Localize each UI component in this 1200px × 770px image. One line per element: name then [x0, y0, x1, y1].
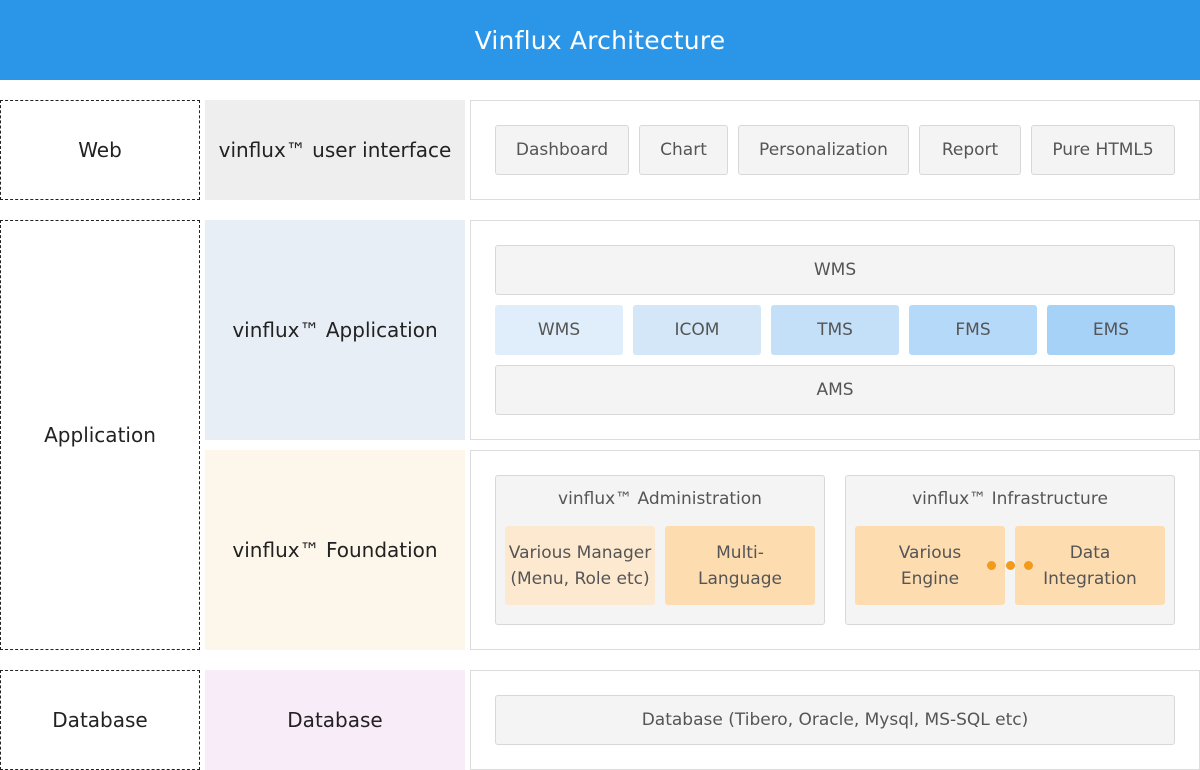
administration-title: vinflux™ Administration: [558, 489, 762, 509]
module-foundation: vinflux™ Foundation: [205, 450, 465, 650]
ems-chip: EMS: [1047, 305, 1175, 355]
data-integration-box: Data Integration: [1015, 526, 1165, 605]
data-integration-line2: Integration: [1043, 568, 1137, 589]
wms-top-chip: WMS: [495, 245, 1175, 295]
connector-dot-3: [1024, 561, 1033, 570]
connector-dot-2: [1006, 561, 1015, 570]
chart-chip: Chart: [639, 125, 728, 175]
various-manager-line1: Various Manager: [508, 542, 652, 563]
various-manager-line2: (Menu, Role etc): [510, 568, 650, 589]
various-engine-line1: Various: [898, 542, 962, 563]
tms-chip: TMS: [771, 305, 899, 355]
layer-label-database: Database: [0, 670, 200, 770]
database-chip: Database (Tibero, Oracle, Mysql, MS-SQL …: [495, 695, 1175, 745]
connector-dot-1: [987, 561, 996, 570]
ams-chip: AMS: [495, 365, 1175, 415]
personalization-chip: Personalization: [738, 125, 909, 175]
wms-chip: WMS: [495, 305, 623, 355]
icom-chip: ICOM: [633, 305, 761, 355]
report-chip: Report: [919, 125, 1021, 175]
infrastructure-title: vinflux™ Infrastructure: [912, 489, 1108, 509]
multi-language-box: Multi- Language: [665, 526, 815, 605]
module-database: Database: [205, 670, 465, 770]
pure-html5-chip: Pure HTML5: [1031, 125, 1175, 175]
layer-label-web: Web: [0, 100, 200, 200]
fms-chip: FMS: [909, 305, 1037, 355]
multi-language-line2: Language: [698, 568, 782, 589]
various-engine-box: Various Engine: [855, 526, 1005, 605]
layer-label-application: Application: [0, 220, 200, 650]
module-application: vinflux™ Application: [205, 220, 465, 440]
multi-language-line1: Multi-: [716, 542, 764, 563]
various-manager-box: Various Manager (Menu, Role etc): [505, 526, 655, 605]
various-engine-line2: Engine: [900, 568, 960, 589]
data-integration-line1: Data: [1069, 542, 1111, 563]
module-user-interface: vinflux™ user interface: [205, 100, 465, 200]
dashboard-chip: Dashboard: [495, 125, 629, 175]
diagram-title: Vinflux Architecture: [0, 0, 1200, 80]
